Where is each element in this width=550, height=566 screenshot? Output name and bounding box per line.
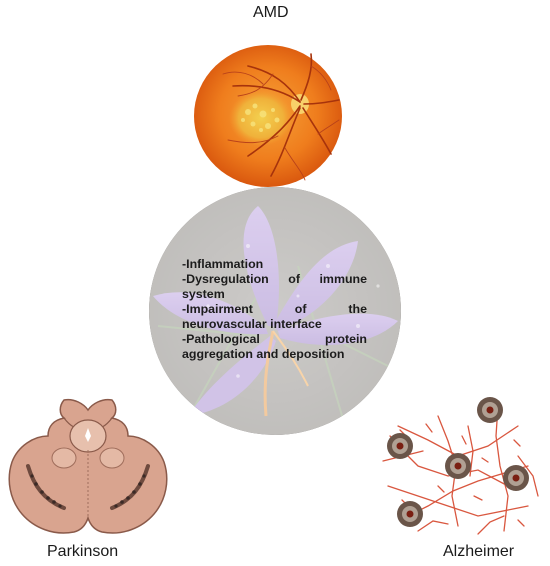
mechanism-item: -Inflammation xyxy=(182,257,264,271)
mechanisms-list: -Inflammation -Dysregulation of immune s… xyxy=(182,257,367,362)
amd-label: AMD xyxy=(253,4,289,21)
mechanism-item: -Pathological protein aggregation and de… xyxy=(182,332,367,361)
plaque-1 xyxy=(477,397,503,423)
mechanism-item: -Impairment of the neurovascular interfa… xyxy=(182,302,367,331)
retina-fundus-icon xyxy=(194,45,342,187)
amyloid-plaques-neurons-icon xyxy=(382,397,539,535)
mechanism-item: -Dysregulation of immune system xyxy=(182,272,367,301)
saffron-crocus-flower-icon xyxy=(149,187,401,435)
midbrain-cross-section-icon xyxy=(8,398,168,534)
alzheimer-label: Alzheimer xyxy=(443,543,515,560)
parkinson-label: Parkinson xyxy=(47,543,119,560)
